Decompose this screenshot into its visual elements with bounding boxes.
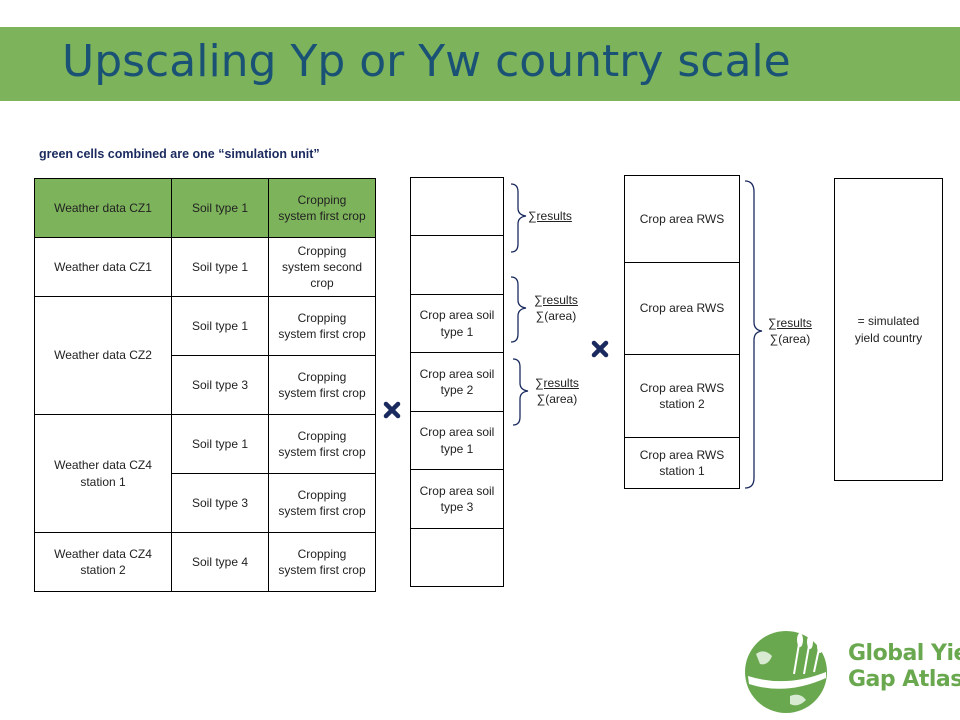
table-row: Weather data CZ1 Soil type 1 Cropping sy… [34, 237, 376, 297]
soil-area-cell: Crop area soil type 1 [411, 412, 503, 470]
logo-wordmark: Global Yield Gap Atlas [848, 641, 960, 693]
soil-cell: Soil type 1 [171, 178, 269, 238]
table-row: Weather data CZ2 Soil type 1 Cropping sy… [34, 296, 376, 415]
soil-area-cell: Crop area soil type 3 [411, 470, 503, 529]
soil-area-column: Crop area soil type 1 Crop area soil typ… [410, 177, 504, 587]
bracket-brace [512, 358, 529, 426]
bracket-label: ∑results [528, 209, 572, 223]
simulated-yield-box: = simulated yield country [834, 178, 943, 481]
crop-cell: Cropping system first crop [268, 296, 376, 356]
multiply-icon [591, 340, 609, 358]
weather-cell: Weather data CZ4 station 2 [34, 532, 172, 592]
rws-area-cell: Crop area RWS [625, 263, 739, 355]
table-row: Weather data CZ4 station 1 Soil type 1 C… [34, 414, 376, 533]
simulation-table: Weather data CZ1 Soil type 1 Cropping sy… [34, 178, 376, 592]
globe-logo-icon [745, 631, 827, 713]
soil-area-cell [411, 236, 503, 295]
soil-area-cell [411, 178, 503, 236]
crop-cell: Cropping system first crop [268, 178, 376, 238]
soil-cell: Soil type 1 [171, 237, 269, 297]
rws-area-cell: Crop area RWS station 2 [625, 355, 739, 438]
soil-area-cell: Crop area soil type 1 [411, 295, 503, 353]
soil-cell: Soil type 4 [171, 532, 269, 592]
weather-cell: Weather data CZ2 [34, 296, 172, 415]
table-row: Weather data CZ1 Soil type 1 Cropping sy… [34, 178, 376, 238]
bracket-label: ∑results ∑(area) [535, 376, 579, 406]
simulation-unit-note: green cells combined are one “simulation… [39, 147, 320, 161]
bracket-label: ∑results ∑(area) [768, 316, 812, 346]
soil-cell: Soil type 1 [171, 414, 269, 474]
table-row: Weather data CZ4 station 2 Soil type 4 C… [34, 532, 376, 592]
soil-area-cell: Crop area soil type 2 [411, 353, 503, 412]
rws-area-cell: Crop area RWS [625, 176, 739, 263]
soil-cell: Soil type 3 [171, 473, 269, 533]
slide-title: Upscaling Yp or Yw country scale [62, 36, 791, 87]
crop-cell: Cropping system first crop [268, 414, 376, 474]
weather-cell: Weather data CZ1 [34, 237, 172, 297]
weather-cell: Weather data CZ4 station 1 [34, 414, 172, 533]
soil-cell: Soil type 3 [171, 355, 269, 415]
multiply-icon [383, 401, 401, 419]
bracket-label: ∑results ∑(area) [534, 293, 578, 323]
bracket-brace [510, 276, 527, 343]
simulated-yield-label: = simulated yield country [854, 313, 923, 345]
rws-area-cell: Crop area RWS station 1 [639, 447, 725, 478]
crop-cell: Cropping system second crop [268, 237, 376, 297]
title-bar [0, 27, 960, 101]
rws-area-column: Crop area RWS Crop area RWS Crop area RW… [624, 175, 740, 489]
bracket-brace [744, 180, 763, 489]
bracket-brace [510, 183, 527, 253]
crop-cell: Cropping system first crop [268, 532, 376, 592]
